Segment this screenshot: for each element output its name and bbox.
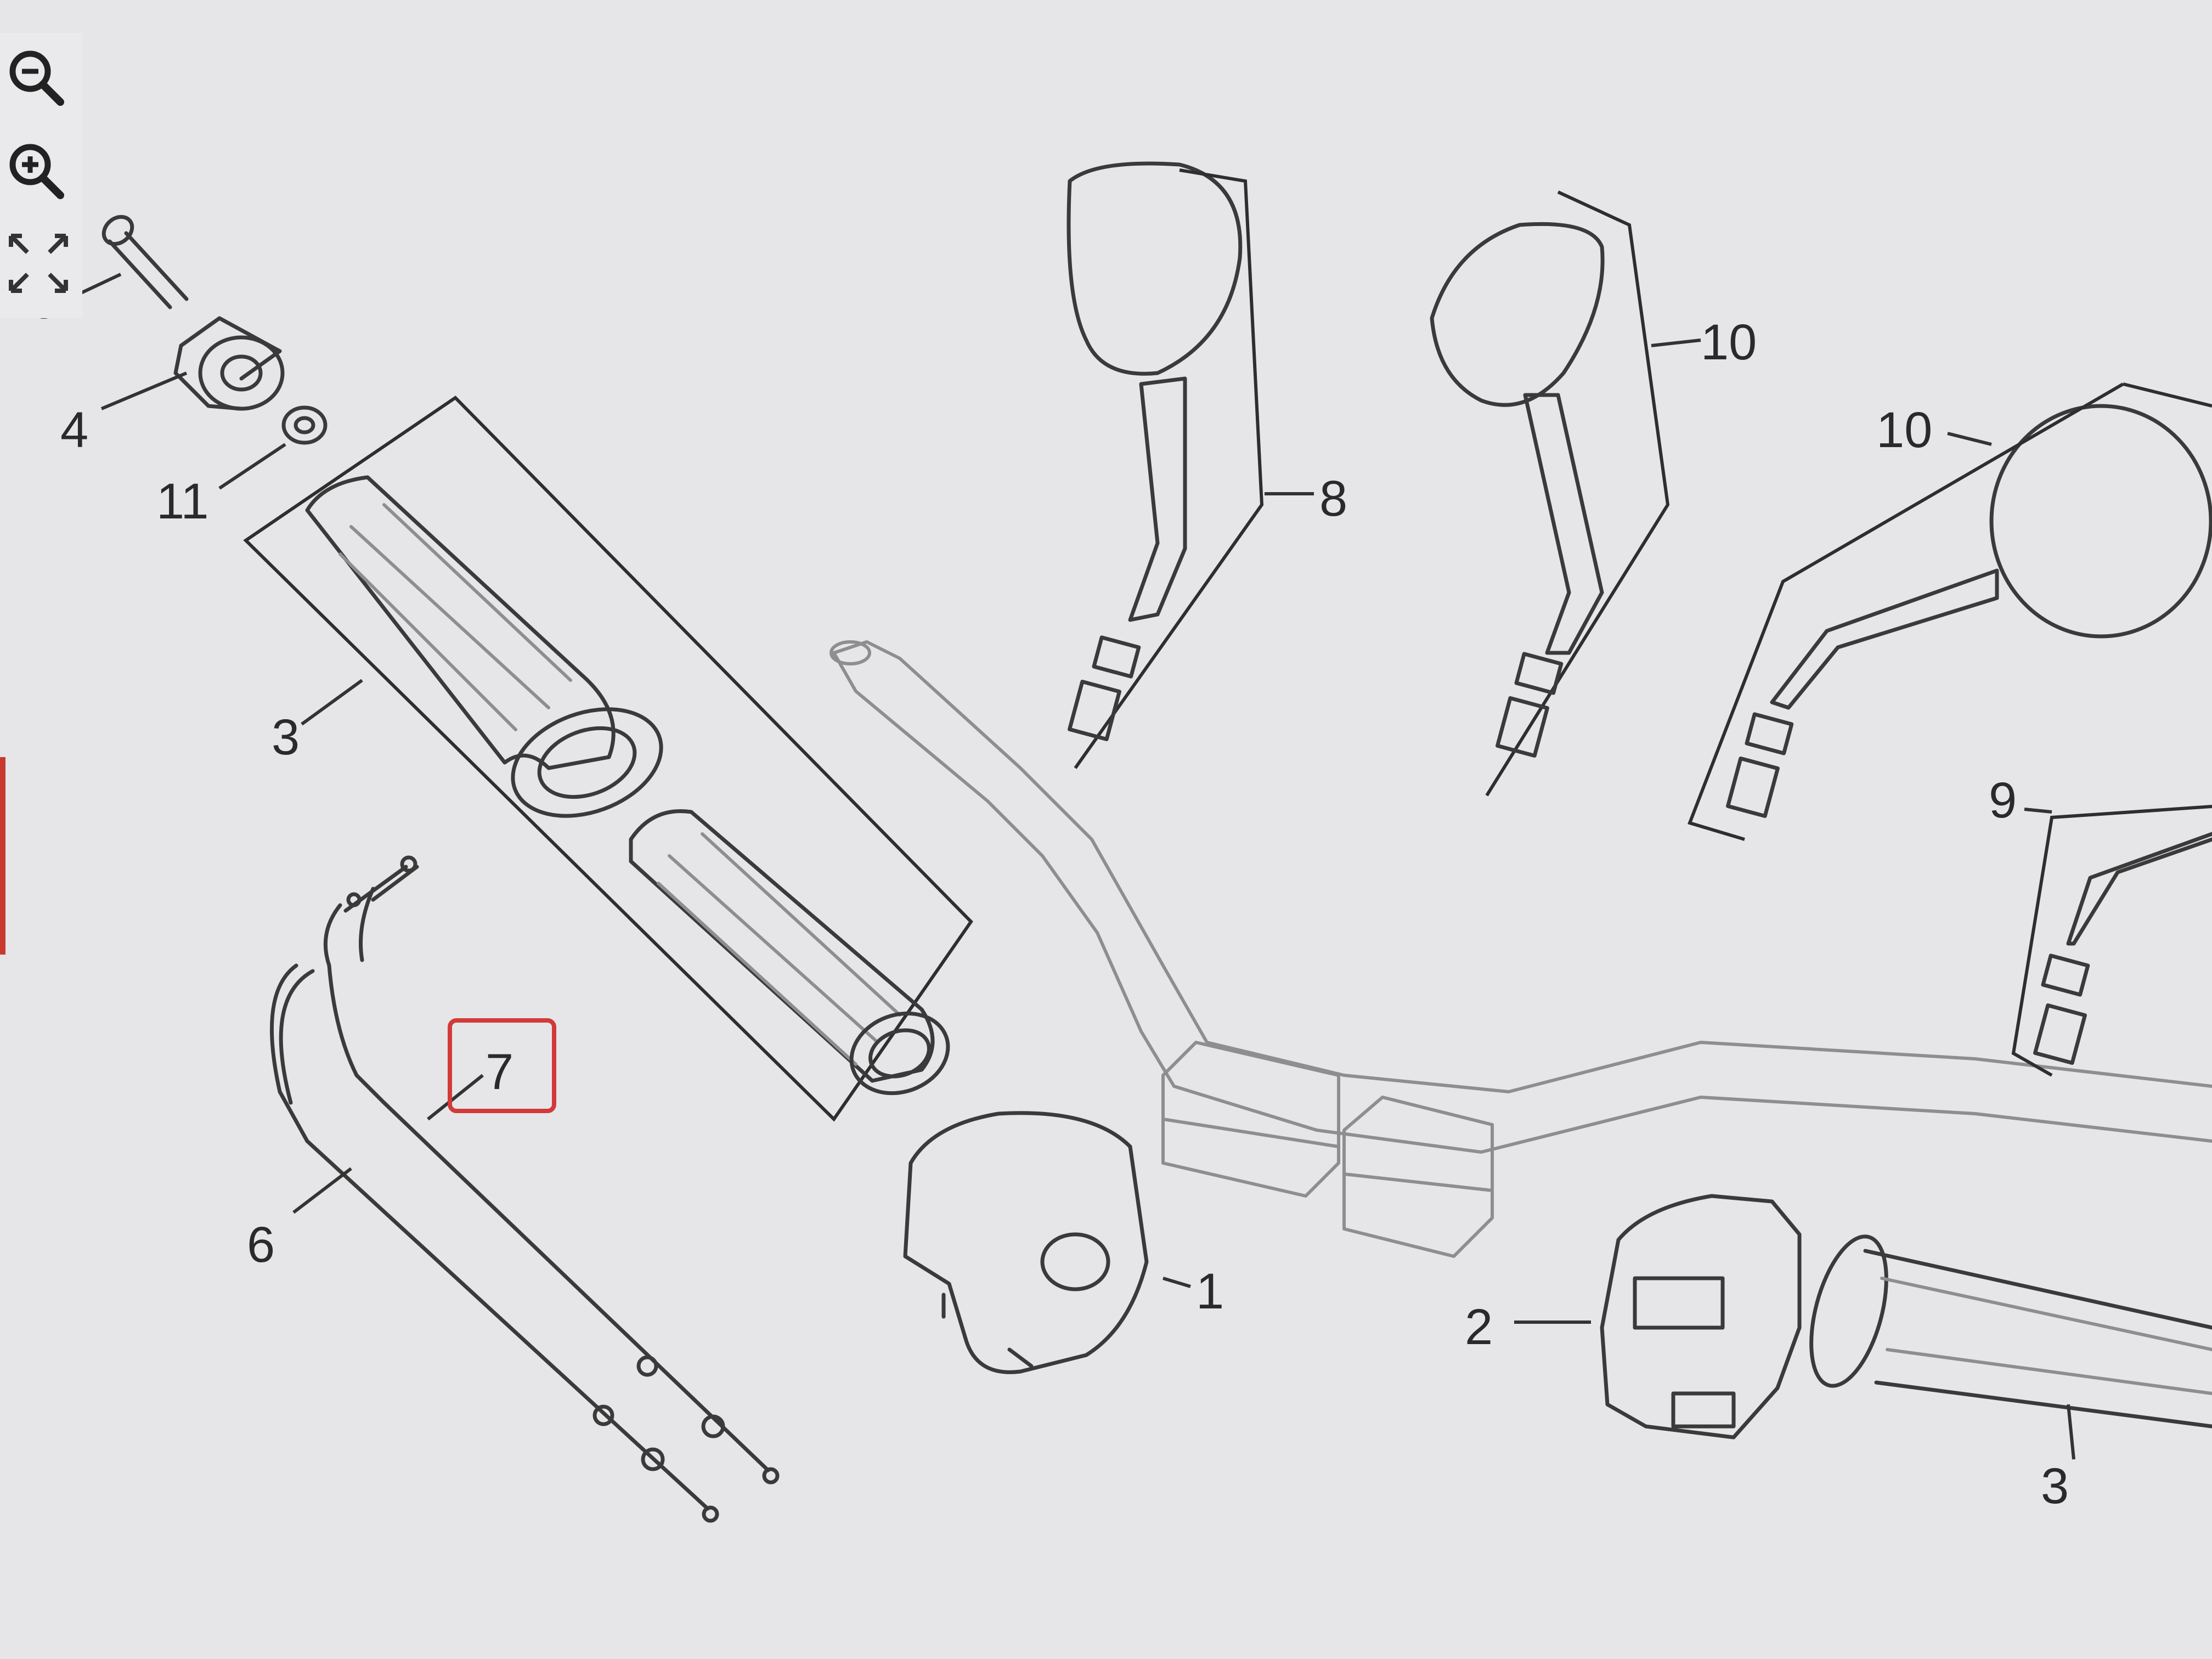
callout-10-right[interactable]: 10 xyxy=(1876,402,1932,458)
mirror-8 xyxy=(1066,161,1264,769)
throttle-cables-6-7 xyxy=(269,855,780,1523)
nut-11 xyxy=(281,405,328,445)
callout-3-right-grip[interactable]: 3 xyxy=(2041,1458,2069,1514)
viewer-toolbar xyxy=(0,33,82,318)
fit-to-screen-icon xyxy=(9,234,68,293)
callout-3-grip-set[interactable]: 3 xyxy=(272,709,300,765)
callout-10-center[interactable]: 10 xyxy=(1701,314,1757,370)
callout-11[interactable]: 11 xyxy=(156,473,209,529)
bar-end-weight-4 xyxy=(173,316,285,411)
mirror-10-right xyxy=(1688,382,2212,841)
right-switch-2 xyxy=(1600,1194,1802,1440)
right-grip-3 xyxy=(1809,1234,2212,1429)
zoom-out-button[interactable] xyxy=(5,44,71,110)
callout-9[interactable]: 9 xyxy=(1989,772,2017,828)
fit-to-screen-button[interactable] xyxy=(5,230,71,296)
zoom-out-icon xyxy=(9,50,64,106)
left-switch-1 xyxy=(903,1111,1149,1374)
callout-labels: 5 4 11 3 8 10 10 9 7 6 1 2 3 xyxy=(30,273,2069,1514)
page-edge-accent xyxy=(0,757,5,955)
grip-set-3 xyxy=(243,396,973,1122)
callout-1[interactable]: 1 xyxy=(1196,1263,1224,1319)
zoom-in-icon xyxy=(9,144,64,199)
callout-4[interactable]: 4 xyxy=(60,402,88,458)
bolt-5 xyxy=(101,215,189,309)
zoom-in-button[interactable] xyxy=(5,137,71,203)
mirror-9 xyxy=(2011,805,2212,1077)
callout-2[interactable]: 2 xyxy=(1465,1299,1493,1355)
handlebar xyxy=(830,640,2212,1258)
callout-8[interactable]: 8 xyxy=(1319,471,1347,527)
mirror-10-center xyxy=(1430,190,1670,797)
selected-callout-highlight xyxy=(448,1018,556,1113)
callout-6[interactable]: 6 xyxy=(247,1217,275,1273)
callout-7[interactable]: 7 xyxy=(486,1044,514,1100)
leader-lines xyxy=(73,273,2075,1460)
